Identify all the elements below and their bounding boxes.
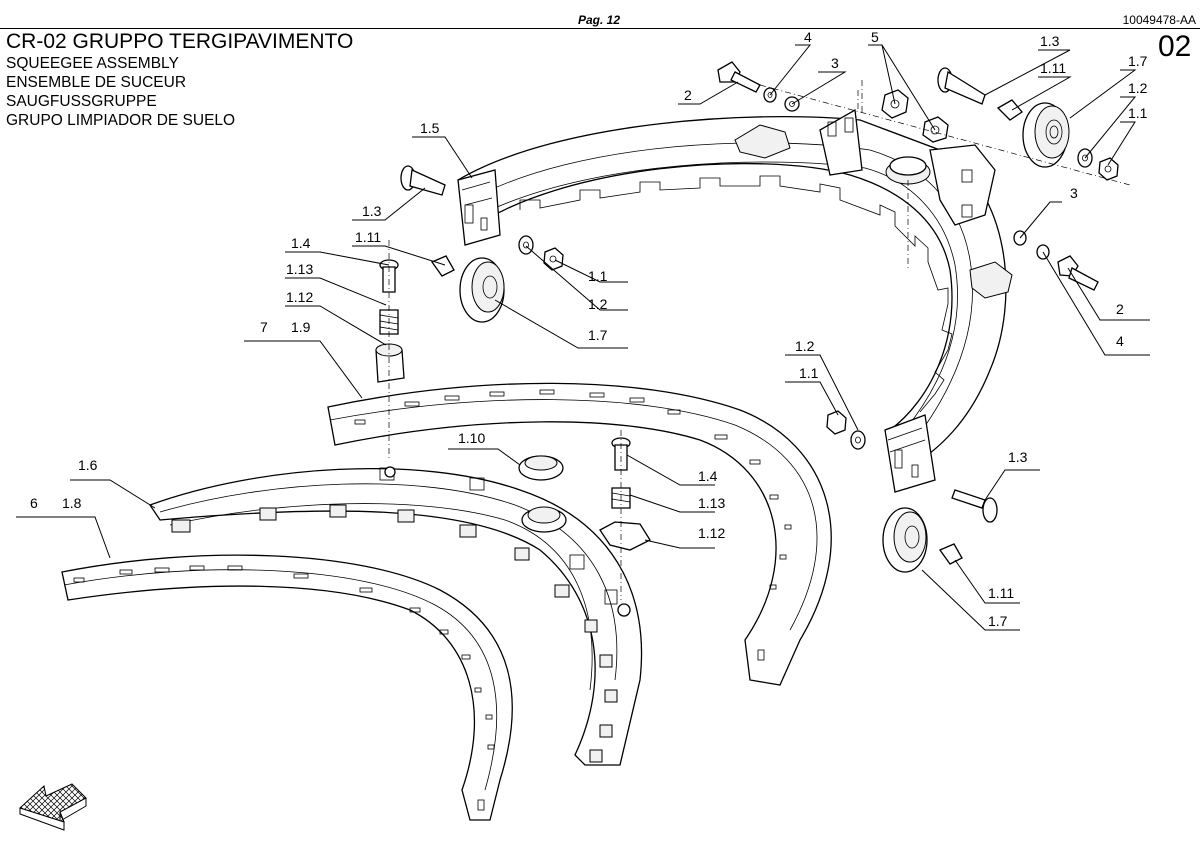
- callout-label: 4: [1116, 333, 1124, 349]
- callout-label: 1.11: [355, 229, 381, 245]
- title-block: CR-02 GRUPPO TERGIPAVIMENTO SQUEEGEE ASS…: [6, 30, 353, 130]
- callout-label: 3: [1070, 185, 1078, 201]
- hardware-pin-stack-center: [518, 430, 651, 600]
- callout-label: 1.10: [458, 430, 485, 446]
- callout-label: 1.2: [795, 338, 815, 354]
- blade-holder: [148, 466, 643, 766]
- squeegee-frame: [457, 80, 1013, 493]
- callout-label: 1.3: [1008, 449, 1028, 465]
- callout-label: 4: [804, 29, 812, 45]
- callout-label: 1.3: [362, 203, 382, 219]
- rear-blade: [327, 382, 832, 686]
- front-blade: [61, 554, 513, 821]
- callout-label: 2: [684, 87, 692, 103]
- callout-label: 1.11: [1040, 60, 1066, 76]
- title-italian: CR-02 GRUPPO TERGIPAVIMENTO: [6, 30, 354, 53]
- callout-label: 1.13: [286, 261, 313, 277]
- hardware-right: [826, 230, 1099, 573]
- callout-label: 1.7: [588, 327, 608, 343]
- leader-lines: [16, 44, 1150, 631]
- callout-label: 1.1: [1128, 105, 1148, 121]
- callout-label: 1.2: [588, 296, 608, 312]
- document-code: 10049478-AA: [1122, 13, 1196, 27]
- hardware-upper-right: [717, 61, 1131, 186]
- title-english: SQUEEGEE ASSEMBLY: [6, 55, 179, 72]
- callout-label: 1.3: [1040, 33, 1060, 49]
- callout-label: 1.7: [988, 613, 1008, 629]
- callout-label: 1.1: [799, 365, 819, 381]
- group-code: 02: [1158, 30, 1192, 63]
- callout-label: 6: [30, 495, 38, 511]
- callout-label: 7: [260, 319, 268, 335]
- callout-label: 1.1: [588, 268, 608, 284]
- crosshatched-arrow-icon: [19, 783, 87, 831]
- callout-label: 1.9: [291, 319, 311, 335]
- hardware-upper-left: [400, 165, 564, 323]
- title-french: ENSEMBLE DE SUCEUR: [6, 74, 187, 91]
- callout-label: 1.5: [420, 120, 440, 136]
- callout-label: 1.7: [1128, 53, 1148, 69]
- title-german: SAUGFUSSGRUPPE: [6, 93, 157, 110]
- callout-label: 1.4: [291, 235, 311, 251]
- callout-label: 1.12: [286, 289, 313, 305]
- callout-label: 1.12: [698, 525, 725, 541]
- title-spanish: GRUPO LIMPIADOR DE SUELO: [6, 112, 236, 129]
- callout-labels: 4 5 3 2 1.3 1.11 1.7 1.2 1.1 1.5 1.3 1.1…: [30, 29, 1148, 629]
- hardware-pin-stack-left: [375, 240, 405, 460]
- callout-label: 1.4: [698, 468, 718, 484]
- callout-label: 5: [871, 29, 879, 45]
- page-number: Pag. 12: [578, 13, 621, 27]
- header-rule: [0, 28, 1200, 29]
- callout-label: 1.2: [1128, 80, 1148, 96]
- callout-label: 1.8: [62, 495, 82, 511]
- callout-label: 1.6: [78, 457, 98, 473]
- callout-label: 1.11: [988, 585, 1014, 601]
- callout-label: 3: [831, 55, 839, 71]
- callout-label: 1.13: [698, 495, 725, 511]
- callout-label: 2: [1116, 301, 1124, 317]
